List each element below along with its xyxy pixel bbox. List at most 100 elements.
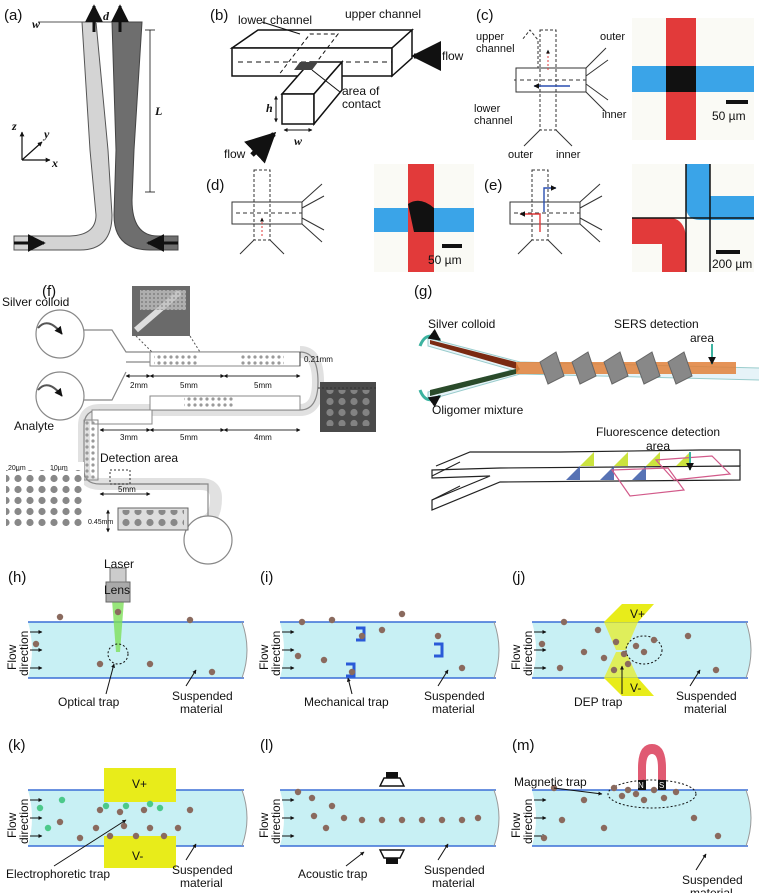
flow-label-m: Flowdirection: [509, 799, 535, 844]
suspended-label-2-k: material: [180, 876, 223, 890]
channel-end-k: [241, 789, 248, 847]
upper-channel-label: upper channel: [345, 7, 421, 21]
vminus-label: V-: [630, 681, 641, 695]
trap-label-i: Mechanical trap: [304, 695, 389, 709]
particle-l-2: [310, 812, 318, 820]
particle-k-7: [160, 832, 168, 840]
particle-h-3: [146, 660, 154, 668]
particle-k-2: [92, 824, 100, 832]
flow-label-m-1: Flow: [509, 812, 523, 838]
particle-i-9: [294, 652, 302, 660]
suspended-label-1-k: Suspended: [172, 863, 233, 877]
flow-label-j: Flowdirection: [509, 631, 535, 676]
f-dim-3mm: 3mm: [120, 433, 138, 442]
particle-m-9: [650, 786, 658, 794]
panel-m-label: (m): [512, 737, 535, 754]
particle-k-11: [140, 806, 148, 814]
panel-j-label: (j): [512, 569, 525, 586]
flow-label-j-1: Flow: [509, 644, 523, 670]
suspended-label-2-h: material: [180, 702, 223, 716]
particle-j-8: [624, 660, 632, 668]
suspended-label-2-l: material: [432, 876, 475, 890]
particle-k-8: [174, 824, 182, 832]
suspended-label-1-m: Suspended: [682, 873, 743, 887]
particle-m-11: [672, 788, 680, 796]
particle-l-0: [294, 788, 302, 796]
particle-i-5: [348, 668, 356, 676]
g-sers-1: SERS detection: [614, 317, 699, 331]
green-particle-5: [156, 804, 164, 812]
trap-label-j: DEP trap: [574, 695, 623, 709]
particle-j-13: [684, 632, 692, 640]
vminus-label-k: V-: [132, 849, 143, 863]
flow-label-j-2: direction: [521, 631, 535, 676]
panel-i-label: (i): [260, 569, 273, 586]
trap-pointer-i: [346, 677, 353, 695]
trap-pointer-k: [53, 819, 127, 867]
particle-k-6: [146, 824, 154, 832]
contact-area: [294, 62, 318, 70]
transducer-bottom: [378, 849, 406, 859]
particle-j-11: [650, 636, 658, 644]
f-dim-5mm-d: 5mm: [118, 485, 136, 494]
vplus-label: V+: [630, 607, 645, 621]
g-fluor-2: area: [646, 439, 670, 453]
f-dim-045: 0.45mm: [88, 519, 113, 526]
panel-k-label: (k): [8, 737, 26, 754]
particle-k-10: [116, 808, 124, 816]
f-dim-10um: 10µm: [50, 465, 68, 472]
c-outer-top: outer: [600, 31, 625, 43]
particle-j-7: [620, 650, 628, 658]
trap-label-h: Optical trap: [58, 695, 120, 709]
lower-channel-label: lower channel: [238, 13, 312, 27]
particle-l-1: [308, 794, 316, 802]
panel-e-label: (e): [484, 177, 502, 194]
particle-i-2: [320, 656, 328, 664]
particle-m-12: [690, 814, 698, 822]
c-scale: 50 µm: [712, 109, 746, 123]
particle-m-8: [640, 796, 648, 804]
w-label: w: [32, 17, 41, 31]
laser-label: Laser: [104, 557, 134, 571]
flow-label-l-1: Flow: [257, 812, 271, 838]
particle-k-12: [186, 806, 194, 814]
g-silver-colloid: Silver colloid: [428, 317, 495, 331]
inlet-analyte: [35, 371, 85, 421]
particle-m-6: [624, 786, 632, 794]
panel-b: (b) lower channel upper channel flow are…: [210, 7, 464, 164]
panel-c-label: (c): [476, 7, 494, 24]
panel-e: (e) 200 µm: [484, 164, 754, 272]
particle-j-5: [600, 654, 608, 662]
trap-pointer-l: [345, 851, 365, 867]
particle-m-1: [558, 816, 566, 824]
flow-label-k-2: direction: [17, 799, 31, 844]
particle-j-9: [632, 642, 640, 650]
particle-m-10: [660, 794, 668, 802]
c-outer-bottom: outer: [508, 149, 533, 161]
magnet-s-label: S: [659, 781, 664, 790]
trap-label-l: Acoustic trap: [298, 867, 368, 881]
left-channel: [13, 21, 113, 251]
suspended-label-1-h: Suspended: [172, 689, 233, 703]
optical-trap-zone: [107, 643, 129, 665]
channel-l: [280, 790, 499, 846]
c-lower-label-1: lower: [474, 103, 501, 115]
mechanical-trap-1: [434, 642, 444, 658]
flow-label-k-1: Flow: [5, 812, 19, 838]
particle-i-3: [358, 632, 366, 640]
magnet-n-label: N: [638, 781, 644, 790]
particle-h-6: [32, 640, 40, 648]
g-fluor-1: Fluorescence detection: [596, 425, 720, 439]
particle-m-5: [618, 792, 626, 800]
flow-label-i: Flowdirection: [257, 631, 283, 676]
particle-j-10: [640, 648, 648, 656]
panel-a: (a) w d L z y x: [4, 4, 179, 252]
particle-j-2: [556, 664, 564, 672]
green-particle-0: [36, 804, 44, 812]
particle-m-7: [632, 790, 640, 798]
lower-channel-box: [281, 93, 315, 125]
